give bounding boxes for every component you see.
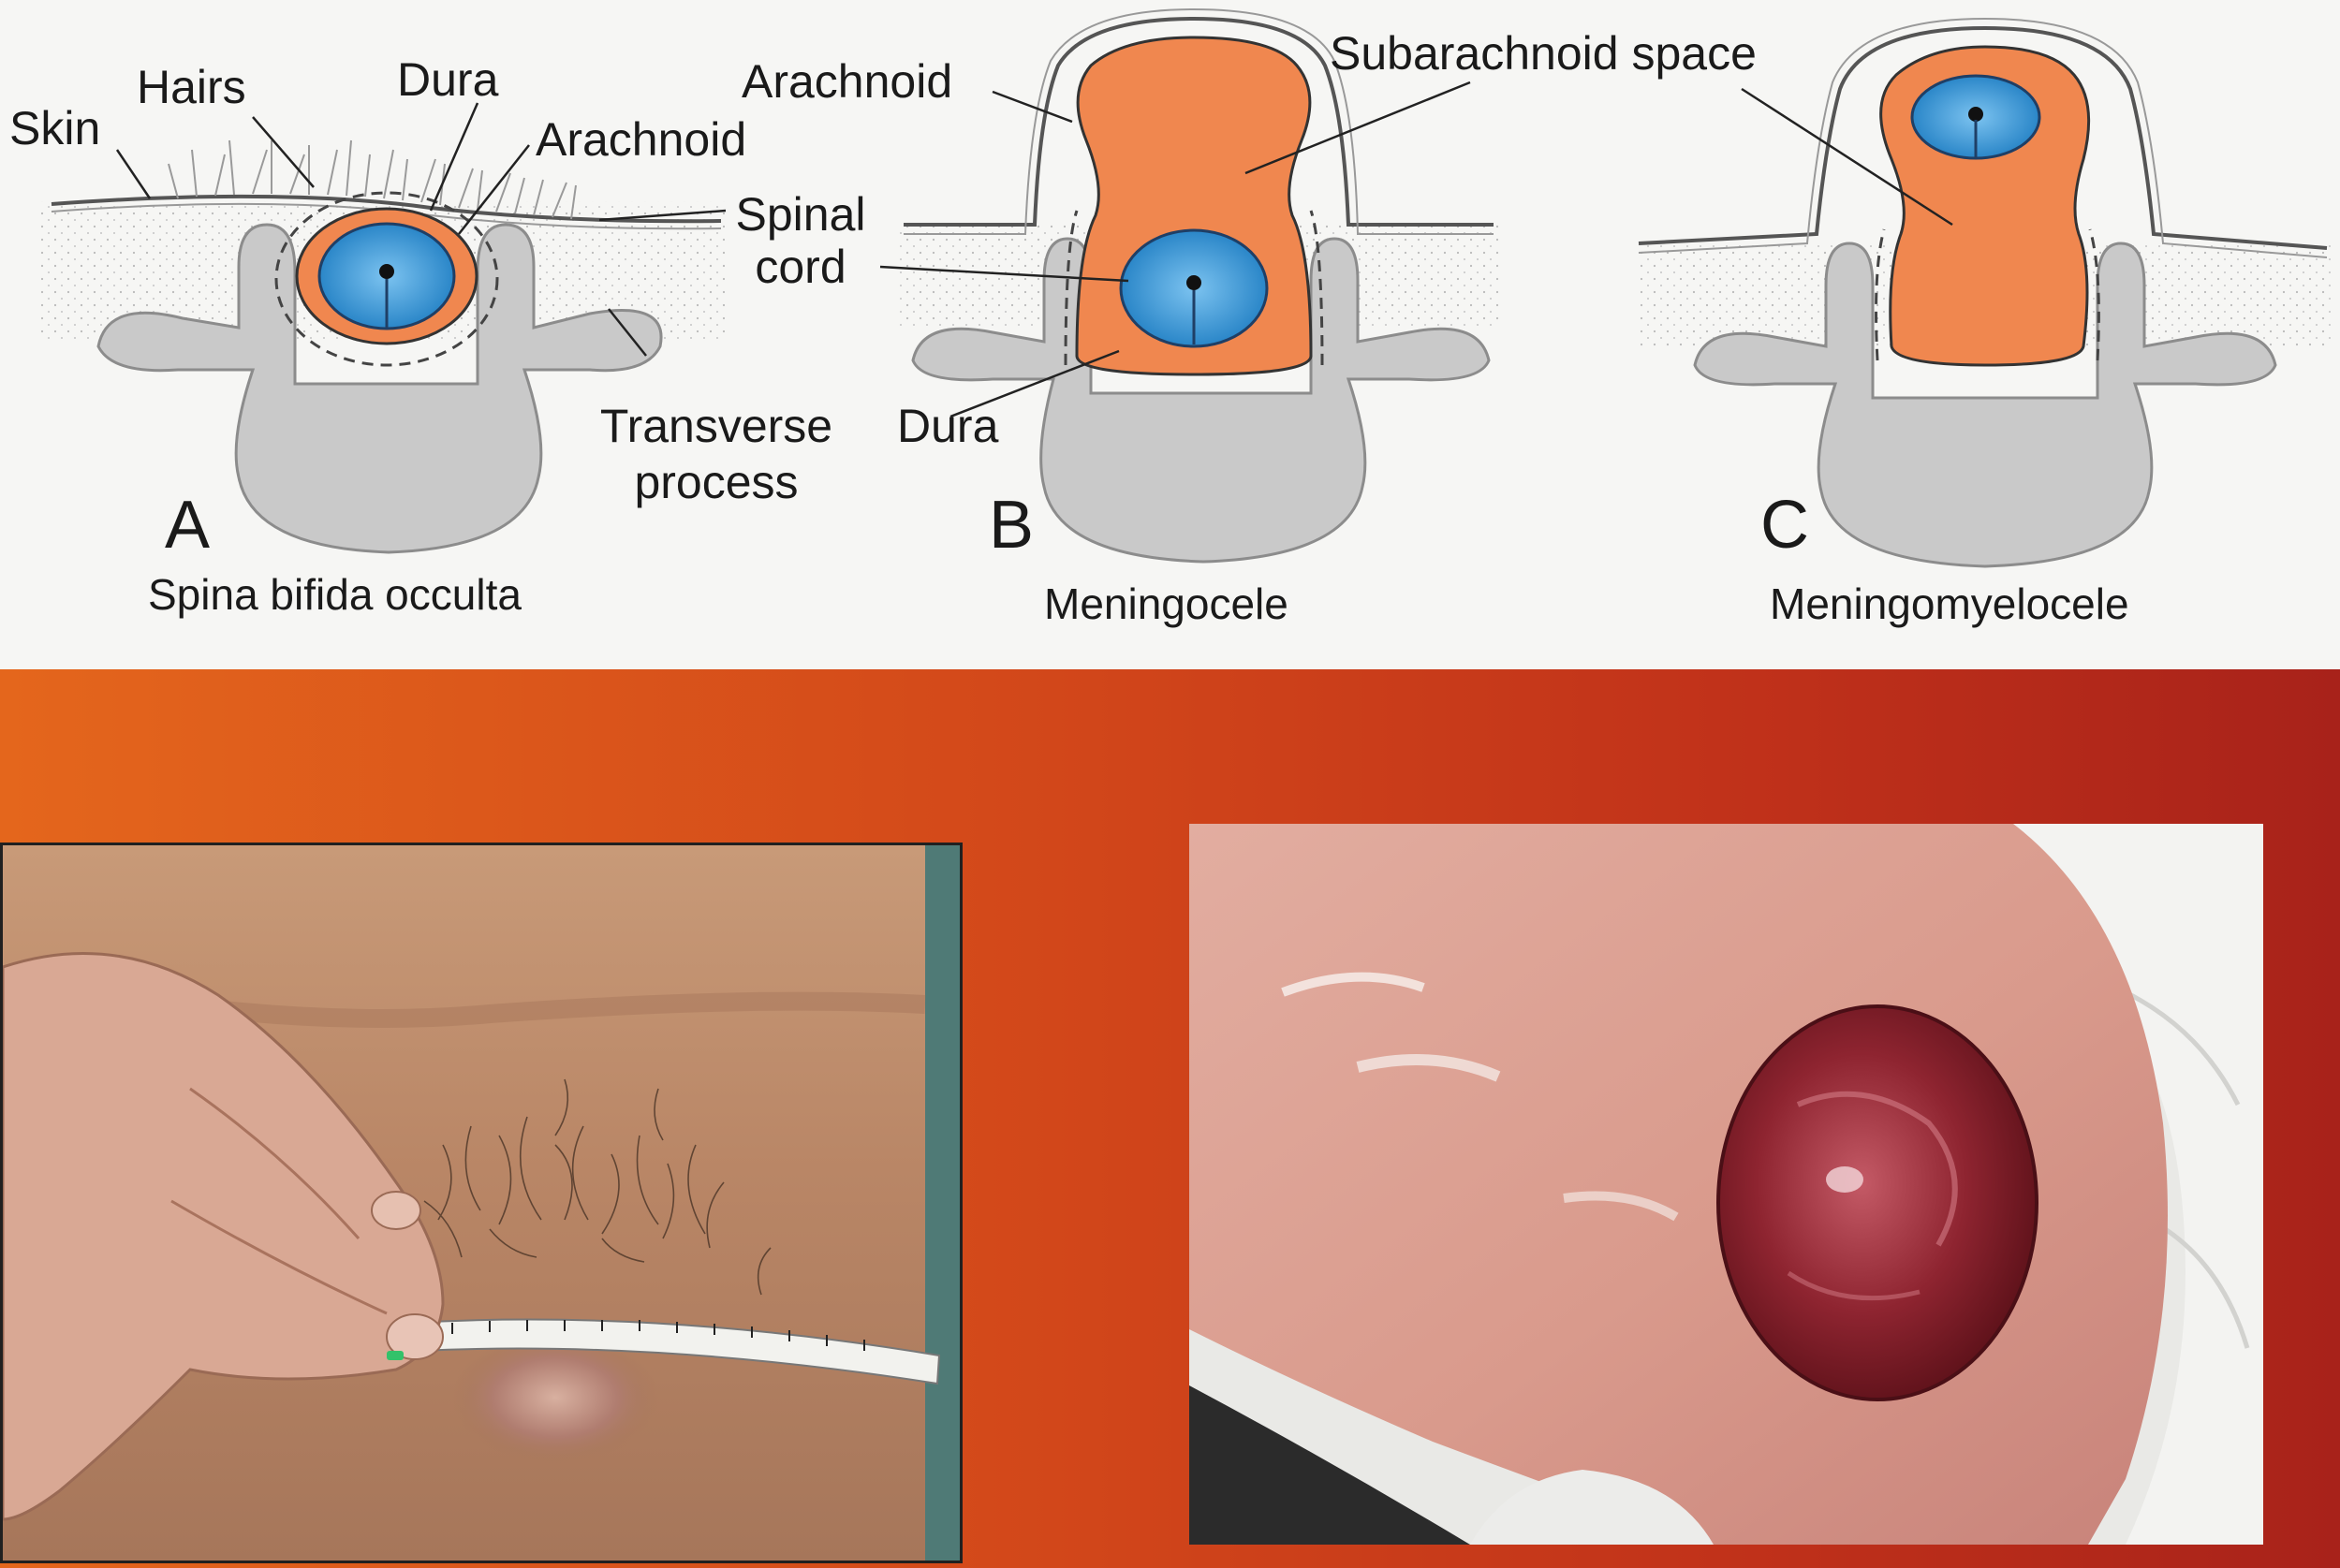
label-hairs: Hairs bbox=[137, 61, 246, 113]
panel-c-drawing bbox=[1638, 17, 2328, 568]
label-transverse-line1: Transverse bbox=[599, 400, 833, 452]
panel-a-drawing bbox=[51, 139, 722, 554]
photo-right-illustration bbox=[1189, 824, 2263, 1545]
spina-bifida-diagram: Skin Hairs Dura Arachnoid Spinal cord Tr… bbox=[0, 0, 2340, 669]
label-arachnoid-b: Arachnoid bbox=[742, 55, 953, 108]
label-leader-lines bbox=[115, 81, 1953, 418]
label-dura-b: Dura bbox=[897, 400, 999, 452]
panel-b-drawing bbox=[904, 7, 1494, 564]
label-dura-a: Dura bbox=[397, 53, 499, 106]
photo-left-illustration bbox=[3, 845, 960, 1561]
label-skin: Skin bbox=[9, 102, 101, 154]
label-spinal-cord-line2: cord bbox=[755, 241, 846, 293]
diagram-illustration bbox=[37, 7, 2332, 568]
panel-letter-a: A bbox=[165, 488, 211, 563]
label-arachnoid-a: Arachnoid bbox=[536, 113, 747, 166]
label-subarachnoid-space: Subarachnoid space bbox=[1330, 27, 1757, 80]
label-spinal-cord-line1: Spinal bbox=[735, 188, 866, 241]
label-transverse-line2: process bbox=[634, 456, 799, 508]
photo-meningomyelocele-infant bbox=[1189, 824, 2263, 1545]
caption-spina-bifida-occulta: Spina bifida occulta bbox=[148, 570, 522, 619]
photo-hair-tuft-lower-back bbox=[0, 843, 963, 1563]
caption-meningomyelocele: Meningomyelocele bbox=[1770, 579, 2129, 628]
panel-letter-c: C bbox=[1760, 488, 1809, 563]
panel-letter-b: B bbox=[989, 488, 1035, 563]
caption-meningocele: Meningocele bbox=[1044, 579, 1288, 628]
